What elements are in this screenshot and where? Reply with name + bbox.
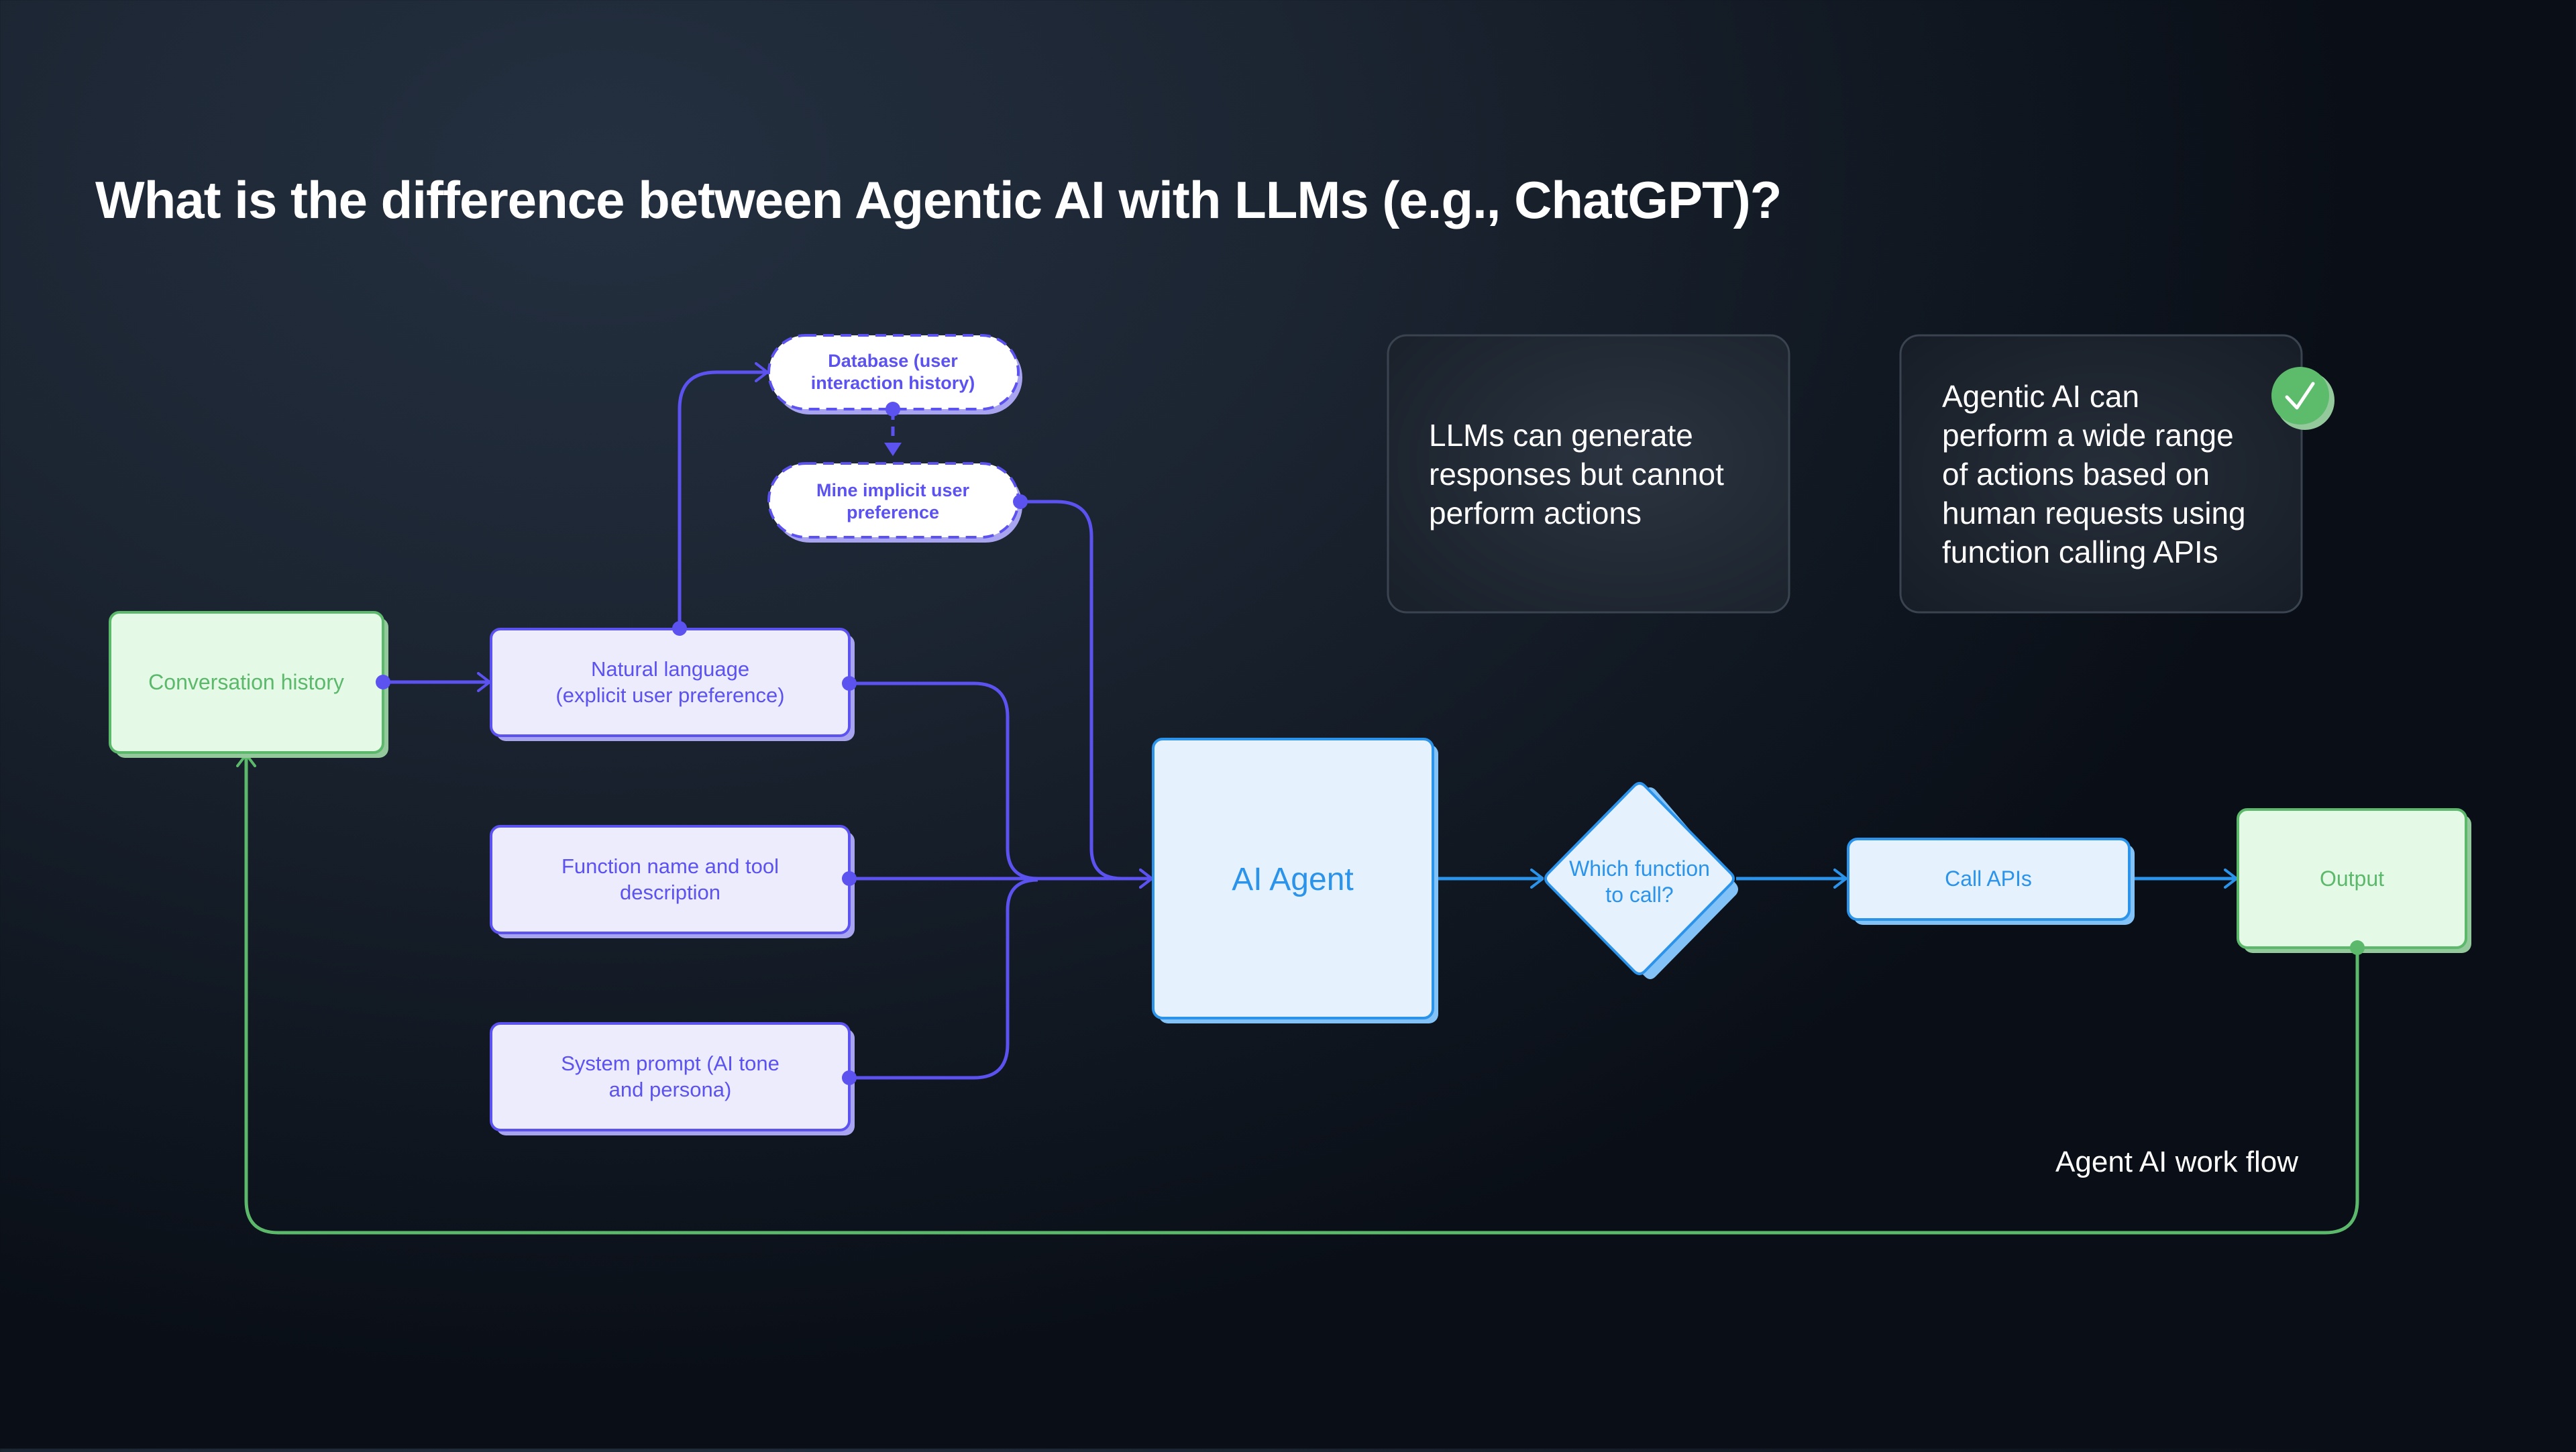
connector-port — [885, 402, 900, 416]
node-natural-language[interactable]: Natural language (explicit user preferen… — [490, 621, 857, 741]
connector-port — [842, 1070, 857, 1085]
node-function-name-line-1: Function name and tool — [561, 854, 779, 878]
card-agentic-line-3: of actions based on — [1942, 457, 2210, 492]
connector-output-loop-to-history — [246, 755, 2359, 1235]
connector-port — [376, 675, 390, 689]
node-system-prompt-line-2: and persona) — [609, 1078, 732, 1101]
node-system-prompt[interactable]: System prompt (AI tone and persona) — [490, 1022, 857, 1135]
card-llm-line-3: perform actions — [1429, 496, 1642, 530]
node-call-apis[interactable]: Call APIs — [1847, 838, 2135, 925]
node-natural-language-line-2: (explicit user preference) — [555, 683, 784, 707]
workflow-label: Agent AI work flow — [2055, 1146, 2298, 1178]
node-call-apis-label: Call APIs — [1945, 867, 2032, 891]
node-which-function-line-1: Which function — [1569, 856, 1710, 881]
connector-port — [1013, 494, 1028, 509]
node-system-prompt-line-1: System prompt (AI tone — [561, 1052, 780, 1075]
node-mine-preference-line-2: preference — [847, 502, 939, 522]
check-icon — [2271, 367, 2334, 430]
card-agentic: Agentic AI can perform a wide range of a… — [1899, 334, 2334, 614]
card-agentic-line-1: Agentic AI can — [1942, 379, 2139, 414]
connector-port — [672, 621, 687, 636]
node-conversation-history[interactable]: Conversation history — [109, 611, 390, 758]
page-title: What is the difference between Agentic A… — [95, 170, 1781, 229]
card-llm-line-1: LLMs can generate — [1429, 418, 1693, 453]
node-database[interactable]: Database (user interaction history) — [767, 334, 1022, 416]
node-which-function[interactable]: Which function to call? — [1544, 782, 1738, 979]
connector-natural-language-to-agent — [849, 681, 1152, 879]
node-conversation-history-label: Conversation history — [148, 670, 344, 694]
node-output[interactable]: Output — [2237, 808, 2471, 955]
node-function-name[interactable]: Function name and tool description — [490, 825, 857, 938]
connector-mine-to-agent — [1020, 500, 1152, 879]
node-database-line-2: interaction history) — [811, 373, 975, 393]
card-llm-line-2: responses but cannot — [1429, 457, 1724, 492]
connector-port — [842, 871, 857, 886]
connector-natural-language-to-database — [678, 372, 767, 627]
connectors — [246, 372, 2359, 1235]
connector-system-prompt-to-agent — [849, 878, 1038, 1080]
card-agentic-line-5: function calling APIs — [1942, 535, 2218, 569]
node-function-name-line-2: description — [620, 881, 720, 904]
node-which-function-line-2: to call? — [1605, 883, 1673, 907]
node-natural-language-line-1: Natural language — [591, 657, 749, 681]
connector-port — [2350, 940, 2365, 955]
node-output-label: Output — [2320, 867, 2384, 891]
node-ai-agent-label: AI Agent — [1232, 862, 1353, 897]
connector-port — [842, 676, 857, 691]
node-mine-preference-line-1: Mine implicit user — [816, 480, 970, 500]
node-mine-preference[interactable]: Mine implicit user preference — [767, 462, 1028, 543]
node-database-line-1: Database (user — [828, 351, 958, 371]
card-llm: LLMs can generate responses but cannot p… — [1387, 334, 1790, 614]
card-agentic-line-2: perform a wide range — [1942, 418, 2234, 453]
card-agentic-line-4: human requests using — [1942, 496, 2246, 530]
node-ai-agent[interactable]: AI Agent — [1152, 738, 1438, 1023]
